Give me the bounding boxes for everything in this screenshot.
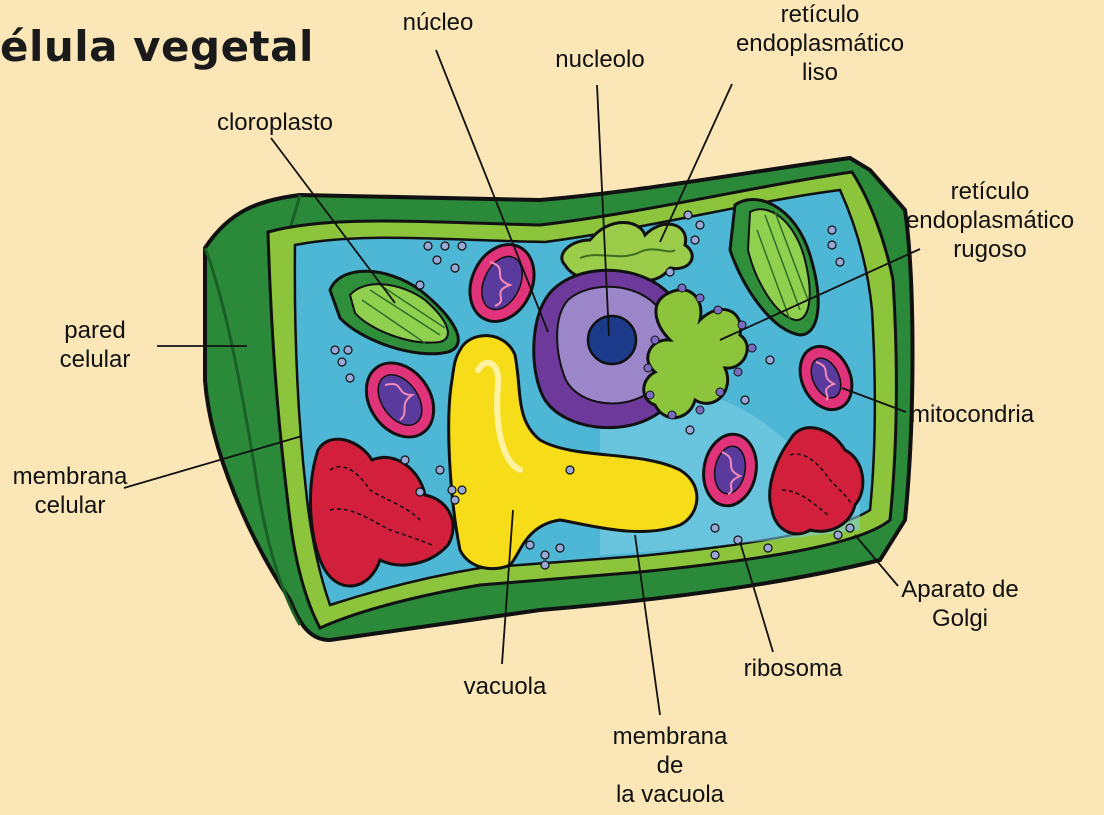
- label-ribosoma: ribosoma: [718, 654, 868, 683]
- label-membrana-vacuola: membrana de la vacuola: [580, 722, 760, 809]
- label-nucleo: núcleo: [368, 8, 508, 37]
- label-reticulo-rugoso: retículo endoplasmático rugoso: [870, 177, 1104, 264]
- label-cloroplasto: cloroplasto: [185, 108, 365, 137]
- label-nucleolo: nucleolo: [525, 45, 675, 74]
- label-mitocondria: mitocondria: [910, 400, 1090, 429]
- label-pared-celular: pared celular: [35, 316, 155, 374]
- label-reticulo-liso: retículo endoplasmático liso: [700, 0, 940, 87]
- label-aparato-golgi: Aparato de Golgi: [870, 575, 1050, 633]
- nucleolus: [588, 316, 636, 364]
- label-vacuola: vacuola: [425, 672, 585, 701]
- label-membrana-celular: membrana celular: [0, 462, 140, 520]
- diagram-title: élula vegetal: [0, 22, 314, 71]
